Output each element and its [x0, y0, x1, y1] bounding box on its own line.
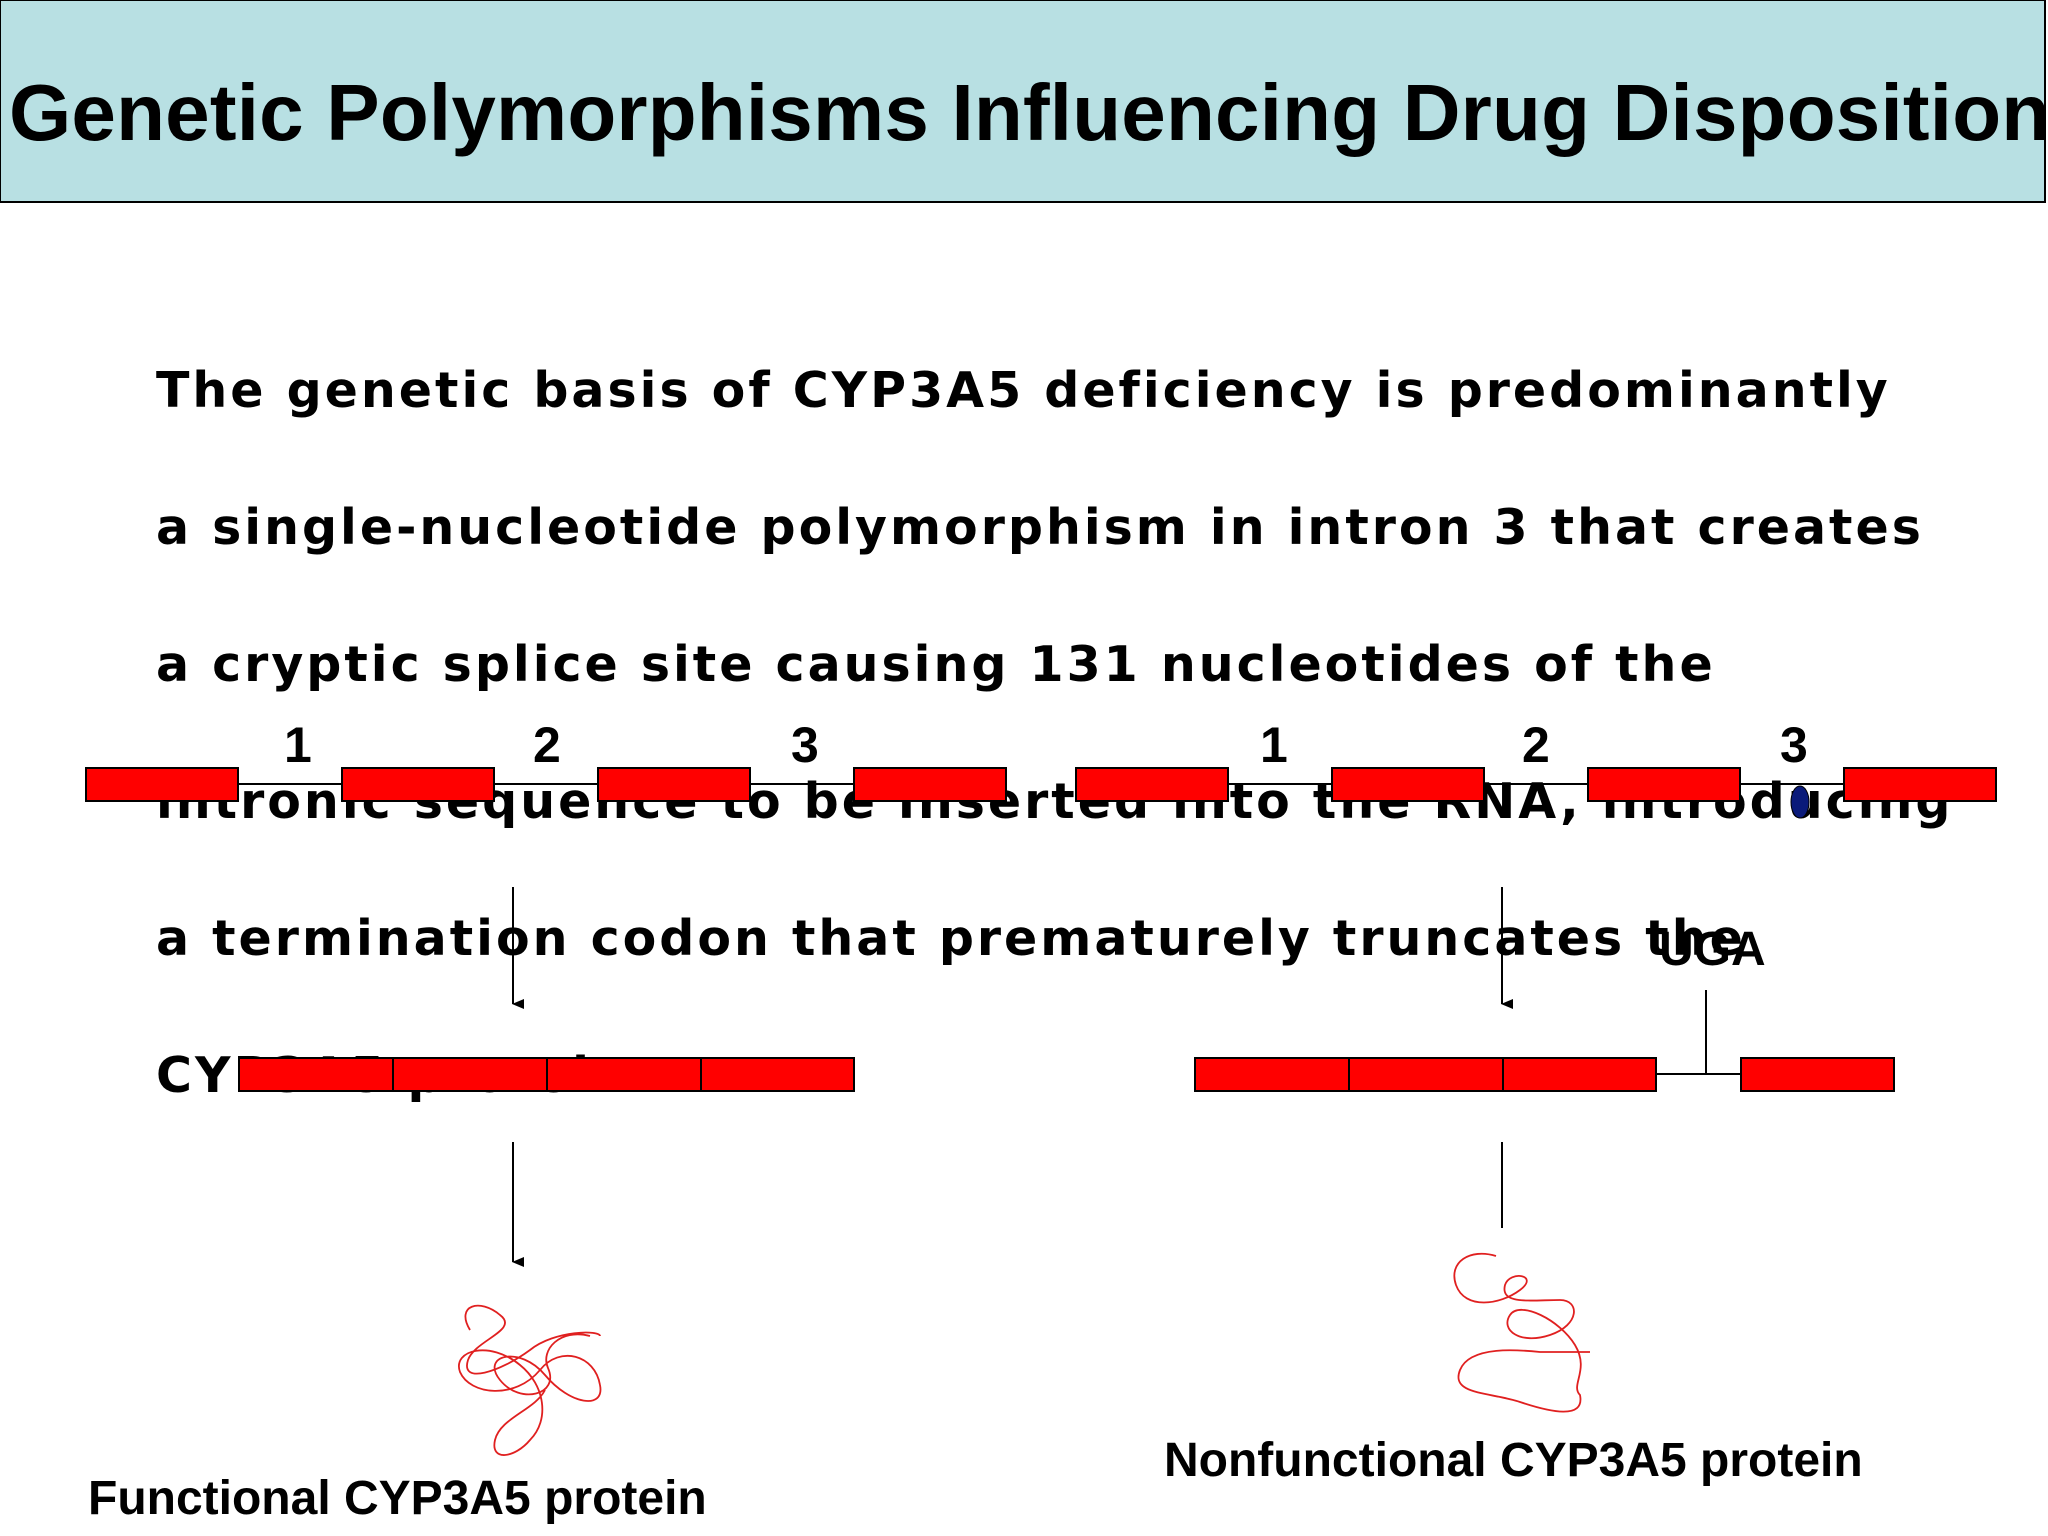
snp-marker: [1790, 785, 1810, 819]
stop-codon-label: UGA: [1659, 923, 1766, 976]
body-line: The genetic basis of CYP3A5 deficiency i…: [156, 361, 1891, 419]
intron-label: 2: [1522, 717, 1550, 773]
intron-label: 2: [533, 717, 561, 773]
nonfunctional-protein-caption: Nonfunctional CYP3A5 protein: [1164, 1434, 1863, 1487]
mrna-exon: [392, 1057, 548, 1092]
functional-protein-caption: Functional CYP3A5 protein: [88, 1472, 707, 1525]
right-mrna: [1194, 990, 1895, 1092]
body-line: a single-nucleotide polymorphism in intr…: [156, 498, 1924, 556]
body-line: a termination codon that prematurely tru…: [156, 909, 1746, 967]
title-bar: Genetic Polymorphisms Influencing Drug D…: [0, 0, 2048, 203]
intron-label: 3: [791, 717, 819, 773]
exon: [85, 767, 239, 802]
body-line: a cryptic splice site causing 131 nucleo…: [156, 635, 1716, 693]
mrna-exon: [700, 1057, 855, 1092]
slide-title: Genetic Polymorphisms Influencing Drug D…: [9, 68, 2048, 157]
mrna-exon: [1740, 1057, 1895, 1092]
exon: [1331, 767, 1485, 802]
intron-label: 1: [284, 717, 312, 773]
exon: [597, 767, 751, 802]
exon: [341, 767, 495, 802]
intron-label: 1: [1260, 717, 1288, 773]
mrna-exon: [238, 1057, 394, 1092]
mrna-exon: [1502, 1057, 1657, 1092]
left-gene: 1 2 3: [85, 717, 1007, 802]
mrna-exon: [1194, 1057, 1350, 1092]
nonfunctional-protein-squiggle: [1453, 1252, 1590, 1413]
body-paragraph: The genetic basis of CYP3A5 deficiency i…: [156, 288, 1956, 1179]
functional-protein-squiggle: [458, 1304, 602, 1456]
exon: [853, 767, 1007, 802]
exon: [1075, 767, 1229, 802]
exon: [1843, 767, 1997, 802]
mrna-exon: [1348, 1057, 1504, 1092]
right-gene: 1 2 3: [1075, 717, 1997, 819]
mrna-exon: [546, 1057, 702, 1092]
intron-label: 3: [1780, 717, 1808, 773]
left-mrna: [238, 1057, 855, 1092]
exon: [1587, 767, 1741, 802]
